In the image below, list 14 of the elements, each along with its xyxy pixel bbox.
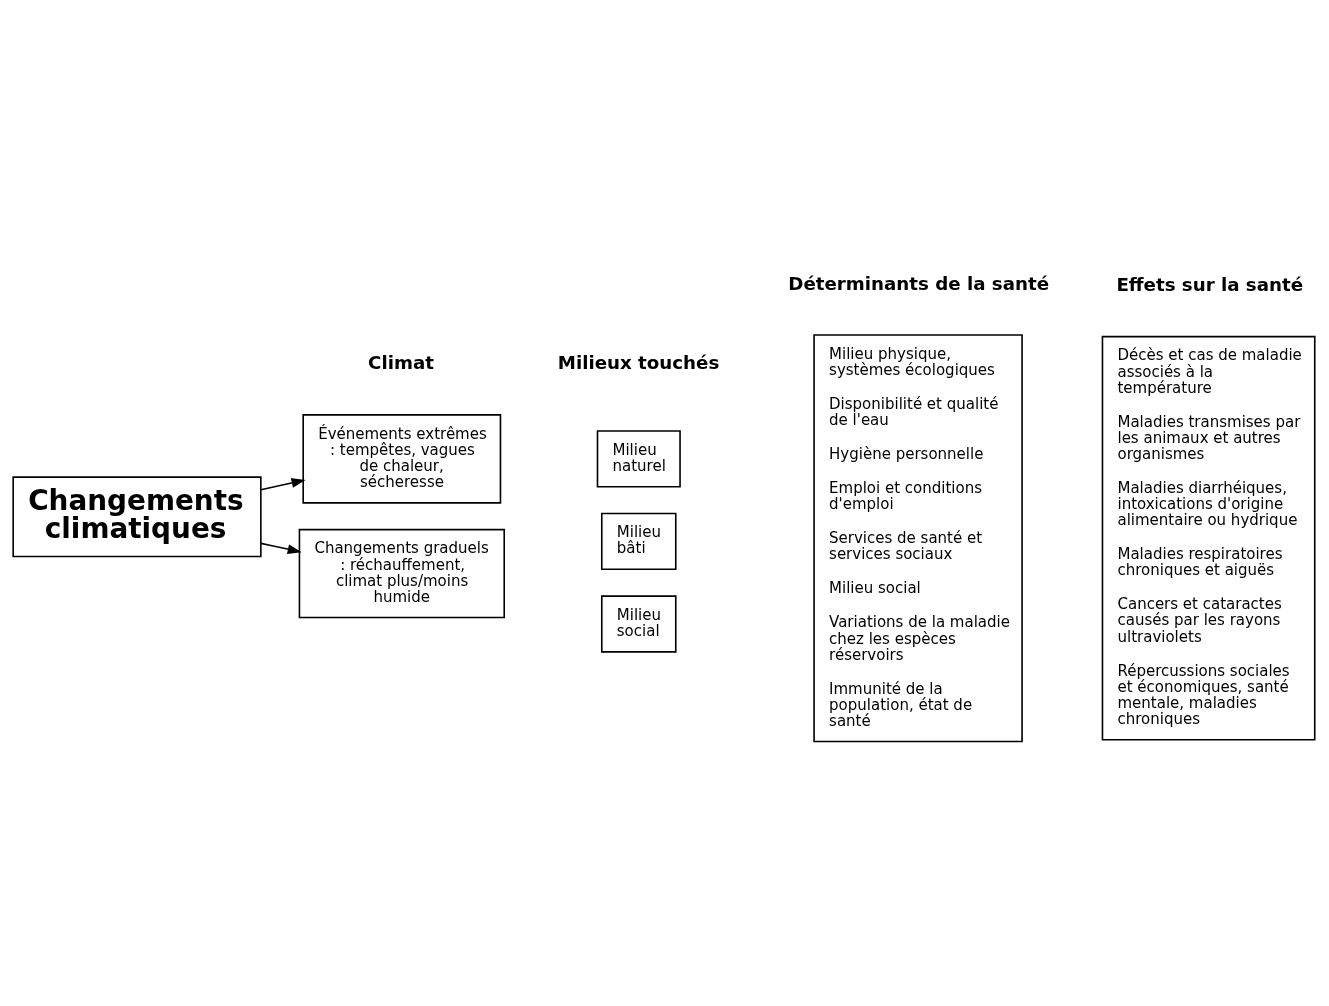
arrow (260, 542, 302, 554)
node-box: Milieu physique, systèmes écologiques Disponibilité et qualité de l'eau Hygiène personnelle Emploi et conditions d'emploi Services de santé et services sociaux Milieu social Variations de la maladie chez les espèces réservoirs Immunité de la population, état de santé (813, 334, 1023, 743)
arrow (260, 478, 306, 491)
label: Effets sur la santé (1116, 273, 1304, 295)
node-box: Milieu bâti (600, 512, 677, 571)
node-box: Changements graduels : réchauffement, climat plus/moins humide (298, 528, 506, 619)
label: Milieux touchés (557, 351, 720, 373)
node-box: Milieu naturel (596, 430, 681, 488)
node-box: Milieu social (600, 595, 677, 653)
node-box: Décès et cas de maladie associés à la température Maladies transmises par les animaux et autres organismes Maladies diarrhéiques, intoxications d'origine alimentaire ou hydrique Maladies respiratoires chroniques et aiguës Cancers et cataractes causés par les rayons ultraviolets Répercussions sociales et économiques, santé mentale, maladies chroniques (1101, 335, 1316, 741)
label: Déterminants de la santé (788, 272, 1050, 294)
label: Climat (368, 351, 434, 373)
node-box: Changements climatiques (12, 476, 262, 558)
node-box: Événements extrêmes : tempêtes, vagues de chaleur, sécheresse (302, 414, 502, 504)
